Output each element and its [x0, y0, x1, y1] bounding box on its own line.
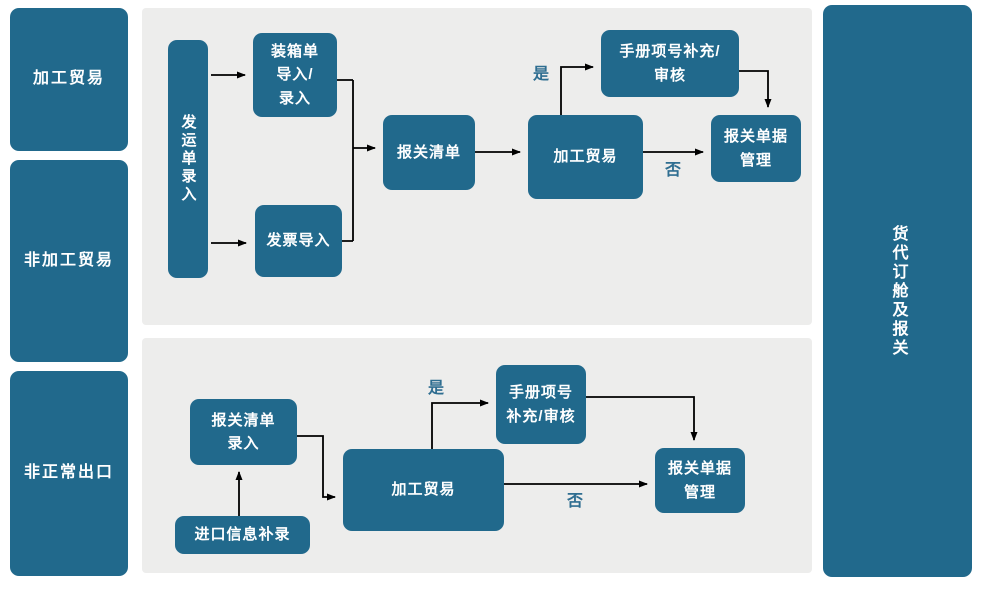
branch-label-yes-top: 是 [533, 66, 550, 83]
node-line: 手册项号 [508, 384, 573, 402]
node-declaration-list-entry: 报关清单 录入 [190, 399, 297, 465]
node-line: 报关单据 [667, 460, 732, 478]
node-declaration-docs-top: 报关单据 管理 [711, 115, 801, 182]
node-line: 装箱单 [270, 43, 319, 61]
node-manual-item-check-bottom: 手册项号 补充/审核 [496, 365, 586, 444]
node-shipping-order-entry: 发运单录入 [168, 40, 208, 278]
node-line: 审核 [653, 66, 686, 84]
node-packing-list-import: 装箱单 导入/ 录入 [253, 33, 337, 117]
node-line: 录入 [278, 89, 311, 107]
node-invoice-import: 发票导入 [255, 205, 342, 277]
node-line: 管理 [739, 151, 772, 169]
node-line: 管理 [683, 483, 716, 501]
branch-label-no-top: 否 [665, 162, 682, 179]
node-line: 补充/审核 [506, 407, 576, 425]
node-declaration-list-top: 报关清单 [383, 115, 475, 190]
node-import-info-supplement: 进口信息补录 [175, 516, 310, 554]
node-processing-trade-bottom: 加工贸易 [343, 449, 504, 531]
node-line: 手册项号补充/ [619, 43, 721, 61]
freight-booking-customs-bar: 货代订舱及报关 [823, 5, 972, 577]
node-line: 报关单据 [723, 128, 788, 146]
category-processing-trade: 加工贸易 [10, 8, 128, 151]
branch-label-yes-bottom: 是 [428, 380, 445, 397]
node-declaration-docs-bottom: 报关单据 管理 [655, 448, 745, 513]
node-manual-item-check-top: 手册项号补充/ 审核 [601, 30, 739, 97]
node-line: 导入/ [276, 66, 314, 84]
category-non-processing-trade: 非加工贸易 [10, 160, 128, 362]
node-line: 录入 [227, 435, 260, 452]
node-line: 报关清单 [211, 411, 276, 429]
category-abnormal-export: 非正常出口 [10, 371, 128, 576]
node-processing-trade-top: 加工贸易 [528, 115, 643, 199]
branch-label-no-bottom: 否 [567, 493, 584, 510]
